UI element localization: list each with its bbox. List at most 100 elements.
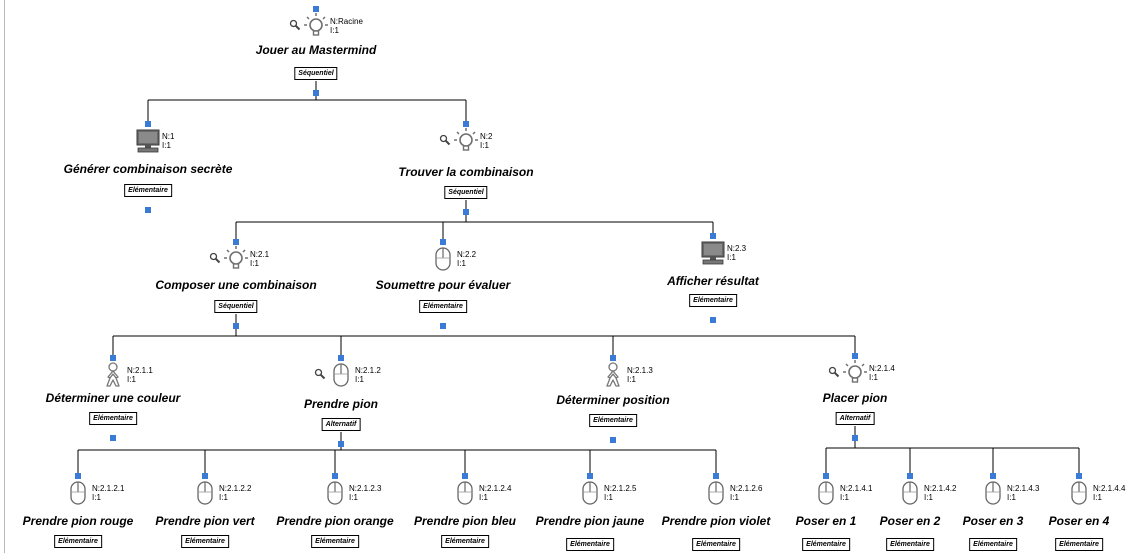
mouse-icon [813,479,839,512]
computer-icon [135,127,161,160]
connector-top[interactable] [713,473,719,479]
connector-bottom[interactable] [233,323,239,329]
user-icon [600,361,626,394]
connector-top[interactable] [587,473,593,479]
task-type-badge: Elémentaire [54,535,102,548]
connector-top[interactable] [202,473,208,479]
connector-bottom[interactable] [145,207,151,213]
task-number: N:2.1 [250,250,270,259]
task-type-badge: Séquentiel [214,300,258,313]
task-title[interactable]: Prendre pion rouge [22,514,134,528]
connector-bottom[interactable] [440,323,446,329]
connector-bottom[interactable] [313,90,319,96]
connector-top[interactable] [440,239,446,245]
mouse-icon [577,479,603,512]
connector-top[interactable] [462,473,468,479]
task-title[interactable]: Prendre pion jaune [535,514,645,528]
task-title[interactable]: Prendre pion vert [155,514,255,528]
task-title[interactable]: Prendre pion bleu [413,514,517,528]
mouse-icon [703,479,729,512]
bulb-icon [223,245,249,278]
task-title[interactable]: Prendre pion [303,397,379,411]
magnifier-icon[interactable] [314,367,326,385]
task-title[interactable]: Poser en 2 [879,514,941,528]
connector-bottom[interactable] [338,441,344,447]
task-number: N:2.1.2.5 [604,484,637,493]
connector-top[interactable] [463,121,469,127]
task-number: N:2.1.4 [869,364,895,373]
task-iteration: I:1 [330,26,339,35]
task-title[interactable]: Poser en 4 [1048,514,1110,528]
task-title[interactable]: Prendre pion orange [276,514,394,528]
connector-top[interactable] [710,233,716,239]
task-iteration: I:1 [127,375,136,384]
connector-top[interactable] [852,353,858,359]
task-number: N:2.2 [457,250,477,259]
connector-bottom[interactable] [110,435,116,441]
connector-top[interactable] [313,6,319,12]
task-type-badge: Elémentaire [89,412,137,425]
connector-bottom[interactable] [610,437,616,443]
task-number: N:2.1.4.2 [924,484,957,493]
task-title[interactable]: Déterminer position [556,393,670,407]
task-title[interactable]: Trouver la combinaison [398,165,534,179]
magnifier-icon[interactable] [209,251,221,269]
left-border [4,0,5,553]
connector-top[interactable] [233,239,239,245]
mouse-icon [192,479,218,512]
mouse-icon [897,479,923,512]
connector-top[interactable] [907,473,913,479]
connector-top[interactable] [610,355,616,361]
task-number: N:2.1.4.4 [1093,484,1126,493]
magnifier-icon[interactable] [439,133,451,151]
task-title[interactable]: Poser en 3 [962,514,1024,528]
mouse-icon [65,479,91,512]
connector-top[interactable] [338,355,344,361]
user-icon [100,361,126,394]
task-iteration: I:1 [1093,493,1102,502]
task-iteration: I:1 [480,141,489,150]
task-iteration: I:1 [92,493,101,502]
task-number: N:2.1.1 [127,366,153,375]
task-iteration: I:1 [457,259,466,268]
task-number: N:Racine [330,17,363,26]
connector-top[interactable] [110,355,116,361]
task-title[interactable]: Soumettre pour évaluer [375,278,511,292]
task-type-badge: Alternatif [321,418,361,431]
connector-top[interactable] [823,473,829,479]
task-type-badge: Elémentaire [566,538,614,551]
task-title[interactable]: Afficher résultat [667,274,759,288]
magnifier-icon[interactable] [828,365,840,383]
task-title[interactable]: Jouer au Mastermind [255,43,377,57]
task-iteration: I:1 [1007,493,1016,502]
connector-top[interactable] [332,473,338,479]
mouse-icon [430,245,456,278]
task-iteration: I:1 [250,259,259,268]
mouse-icon [1066,479,1092,512]
connector-bottom[interactable] [463,209,469,215]
mouse-icon [452,479,478,512]
task-title[interactable]: Prendre pion violet [661,514,771,528]
computer-icon [700,239,726,272]
task-type-badge: Elémentaire [689,294,737,307]
task-title[interactable]: Placer pion [822,391,888,405]
connector-top[interactable] [1076,473,1082,479]
task-title[interactable]: Poser en 1 [795,514,857,528]
mouse-icon [980,479,1006,512]
magnifier-icon[interactable] [289,18,301,36]
task-title[interactable]: Composer une combinaison [155,278,317,292]
connector-top[interactable] [75,473,81,479]
connector-bottom[interactable] [710,317,716,323]
task-iteration: I:1 [869,373,878,382]
task-type-badge: Elémentaire [886,538,934,551]
bulb-icon [842,359,868,392]
task-title[interactable]: Déterminer une couleur [45,391,181,405]
task-number: N:1 [162,132,175,141]
task-iteration: I:1 [840,493,849,502]
task-title[interactable]: Générer combinaison secrète [63,162,233,176]
connector-bottom[interactable] [852,435,858,441]
task-type-badge: Elémentaire [419,300,467,313]
task-type-badge: Séquentiel [294,67,338,80]
connector-top[interactable] [145,121,151,127]
connector-top[interactable] [990,473,996,479]
